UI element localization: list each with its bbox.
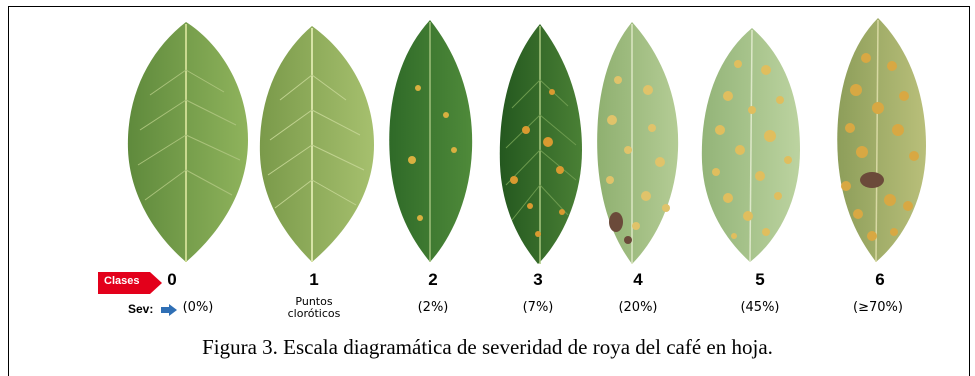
severity-value-4: (20%) xyxy=(618,300,658,315)
severity-value-0: (0%) xyxy=(182,300,214,315)
arrow-right-icon xyxy=(161,304,177,316)
severity-value-5: (45%) xyxy=(740,300,780,315)
severity-value-6: (≥70%) xyxy=(853,300,903,315)
clases-arrow-icon xyxy=(98,272,162,294)
class-number-6: 6 xyxy=(875,270,885,289)
severity-value-2: (2%) xyxy=(417,300,449,315)
severity-value-1: Puntos cloróticos xyxy=(287,295,341,320)
class-number-3: 3 xyxy=(533,270,543,289)
leaf-class-5 xyxy=(701,28,800,263)
leaf-class-3 xyxy=(499,24,582,264)
clases-label: Clases xyxy=(104,275,140,287)
leaf-class-0 xyxy=(127,22,248,262)
class-number-4: 4 xyxy=(633,270,643,289)
leaf-class-2 xyxy=(389,20,473,262)
leaf-class-1 xyxy=(259,26,374,262)
figure-caption: Figura 3. Escala diagramática de severid… xyxy=(202,335,773,359)
sev-label: Sev: xyxy=(128,302,154,316)
leaf-class-4 xyxy=(597,22,679,264)
class-number-5: 5 xyxy=(755,270,765,289)
class-number-0: 0 xyxy=(167,270,177,289)
class-number-2: 2 xyxy=(428,270,438,289)
class-number-1: 1 xyxy=(309,270,319,289)
leaf-class-6 xyxy=(837,18,926,263)
figure-frame xyxy=(8,6,970,376)
severity-value-3: (7%) xyxy=(522,300,554,315)
